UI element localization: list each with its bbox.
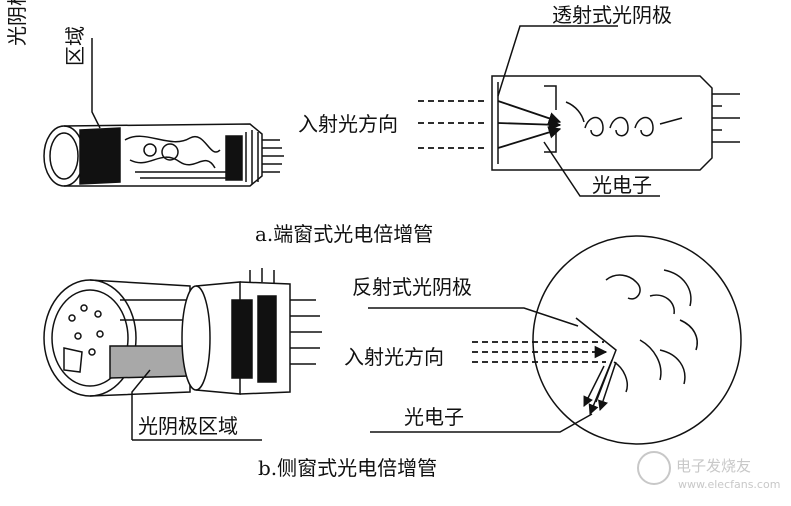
bottom-incident-light-label: 入射光方向 — [344, 345, 444, 369]
watermark-url: www.elecfans.com — [678, 478, 780, 491]
bottom-incident-arrows — [472, 341, 608, 363]
transmission-cathode-label: 透射式光阴极 — [552, 3, 672, 27]
side-photocathode-region-label: 光阴极区域 — [138, 414, 238, 438]
photocathode-region-label-line2: 区域 — [63, 26, 87, 66]
watermark-logo-icon — [637, 451, 671, 485]
end-on-tube-drawing — [43, 38, 284, 187]
top-photoelectron-label: 光电子 — [592, 173, 652, 197]
photocathode-region-label-line1: 光阴极 — [5, 0, 29, 46]
watermark-cn: 电子发烧友 — [676, 457, 751, 475]
watermark: 电子发烧友 www.elecfans.com — [637, 451, 780, 491]
side-on-tube-drawing — [43, 268, 322, 441]
top-incident-light-label: 入射光方向 — [298, 112, 398, 136]
bottom-photoelectron-label: 光电子 — [404, 405, 464, 429]
reflection-cathode-label: 反射式光阴极 — [352, 275, 472, 299]
top-incident-arrows — [418, 100, 562, 149]
top-caption: a.端窗式光电倍增管 — [255, 222, 433, 246]
side-on-schematic — [368, 235, 742, 445]
bottom-caption: b.侧窗式光电倍增管 — [258, 456, 437, 480]
